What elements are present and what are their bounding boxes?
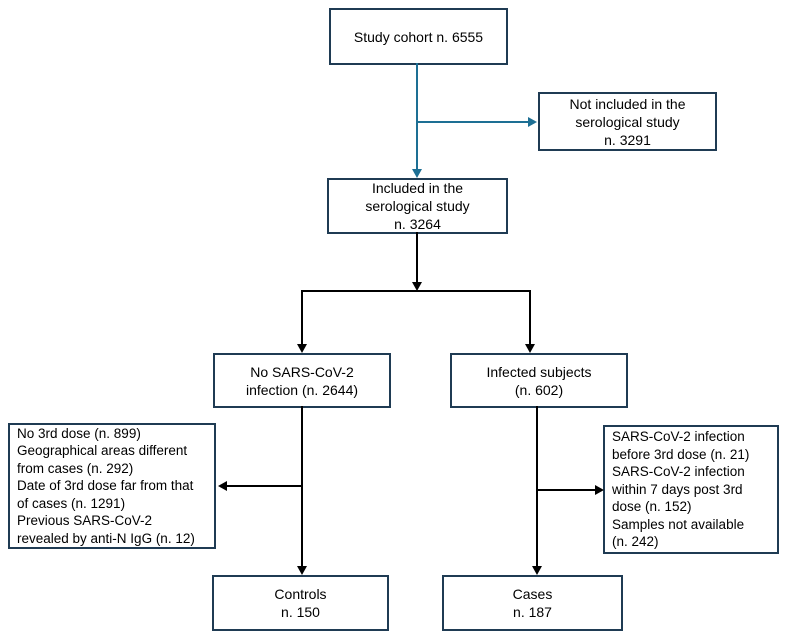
box-text-line: No SARS-CoV-2 — [250, 363, 354, 380]
arrowhead-down-icon — [412, 169, 422, 178]
box-text-line: Geographical areas different — [17, 443, 188, 459]
box-text-line: revealed by anti-N IgG (n. 12) — [17, 530, 195, 546]
box-text-line: n. 3291 — [604, 131, 651, 148]
box-text-line: n. 3264 — [394, 216, 441, 232]
arrowhead-left-icon — [218, 481, 227, 491]
arrowhead-right-icon — [528, 117, 537, 127]
box-text-line: Samples not available — [612, 516, 745, 532]
cases-box: Cases n. 187 — [442, 575, 623, 631]
not-included-box: Not included in the serological study n.… — [538, 92, 717, 151]
arrowhead-down-icon — [525, 344, 535, 353]
connector-to-left-exclusions — [227, 485, 303, 487]
arrowhead-down-icon — [297, 566, 307, 575]
box-text-line: Controls — [274, 586, 327, 602]
box-text-line: infection (n. 2644) — [245, 381, 359, 398]
box-text-line: n. 150 — [281, 604, 320, 620]
box-text-line: Study cohort n. 6555 — [353, 28, 484, 45]
box-text-line: Infected subjects — [486, 363, 592, 380]
left-exclusions-box: No 3rd dose (n. 899) Geographical areas … — [8, 423, 216, 549]
box-text-line: Previous SARS-CoV-2 — [17, 513, 153, 529]
infected-subjects-box: Infected subjects (n. 602) — [450, 353, 628, 408]
box-text-line: dose (n. 152) — [612, 499, 692, 515]
arrowhead-down-icon — [532, 566, 542, 575]
box-text-line: n. 187 — [513, 604, 552, 620]
box-text-line: serological study — [365, 198, 470, 214]
box-text-line: No 3rd dose (n. 899) — [17, 425, 141, 441]
arrowhead-down-icon — [297, 344, 307, 353]
box-text-line: SARS-CoV-2 infection — [612, 429, 745, 445]
connector-infected-to-cases — [536, 406, 538, 566]
box-text-line: serological study — [575, 113, 680, 130]
box-text-line: Not included in the — [569, 95, 686, 112]
box-text-line: of cases (n. 1291) — [17, 495, 126, 511]
arrowhead-right-icon — [595, 485, 604, 495]
connector-split-to-no-infection — [301, 292, 303, 344]
connector-split-to-infected — [529, 292, 531, 344]
box-text-line: (n. 242) — [612, 534, 659, 550]
box-text-line: before 3rd dose (n. 21) — [612, 446, 750, 462]
box-text-line: from cases (n. 292) — [17, 460, 134, 476]
box-text-line: Cases — [512, 586, 553, 602]
right-exclusions-box: SARS-CoV-2 infection before 3rd dose (n.… — [603, 425, 779, 554]
connector-to-right-exclusions — [536, 489, 595, 491]
connector-cohort-to-included — [416, 63, 418, 169]
box-text-line: Date of 3rd dose far from that — [17, 478, 194, 494]
connector-to-not-included — [416, 121, 528, 123]
study-cohort-box: Study cohort n. 6555 — [329, 8, 508, 65]
connector-included-to-split — [416, 232, 418, 283]
box-text-line: within 7 days post 3rd — [612, 481, 743, 497]
box-text-line: SARS-CoV-2 infection — [612, 464, 745, 480]
no-infection-box: No SARS-CoV-2 infection (n. 2644) — [213, 353, 391, 408]
box-text-line: Included in the — [371, 180, 464, 196]
box-text-line: (n. 602) — [514, 381, 564, 398]
connector-split-bar — [301, 290, 531, 292]
arrowhead-down-icon — [412, 282, 422, 291]
included-box: Included in the serological study n. 326… — [327, 178, 508, 234]
controls-box: Controls n. 150 — [212, 575, 389, 631]
